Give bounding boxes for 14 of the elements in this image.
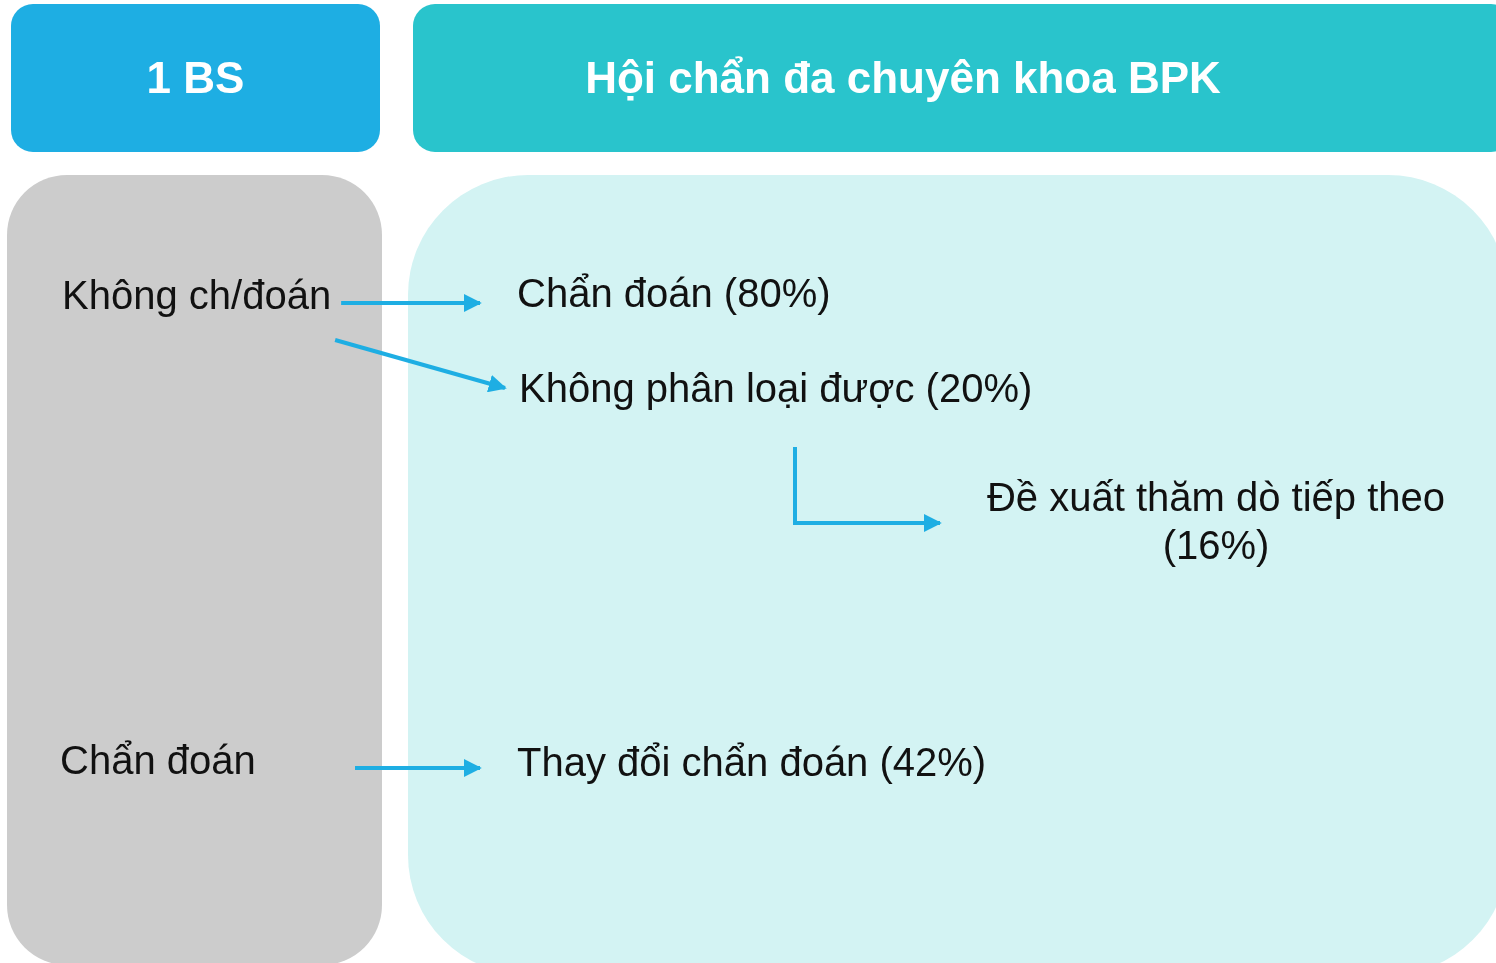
arrow (355, 759, 482, 777)
node-text: Thay đổi chẩn đoán (42%) (517, 738, 987, 786)
arrow (334, 338, 507, 393)
arrow (793, 447, 942, 532)
node-text: Không ch/đoán (62, 271, 332, 319)
panel-background (7, 175, 382, 963)
node-text: Đề xuất thăm dò tiếp theo (16%) (980, 473, 1452, 569)
node-text: Không phân loại được (20%) (519, 364, 1033, 412)
panel-background (408, 175, 1496, 963)
node-text: Chẩn đoán (60, 736, 256, 784)
node-text: Chẩn đoán (80%) (517, 269, 831, 317)
arrow (341, 294, 482, 312)
header-box: 1 BS (11, 4, 380, 152)
header-box: Hội chẩn đa chuyên khoa BPK (413, 4, 1496, 152)
